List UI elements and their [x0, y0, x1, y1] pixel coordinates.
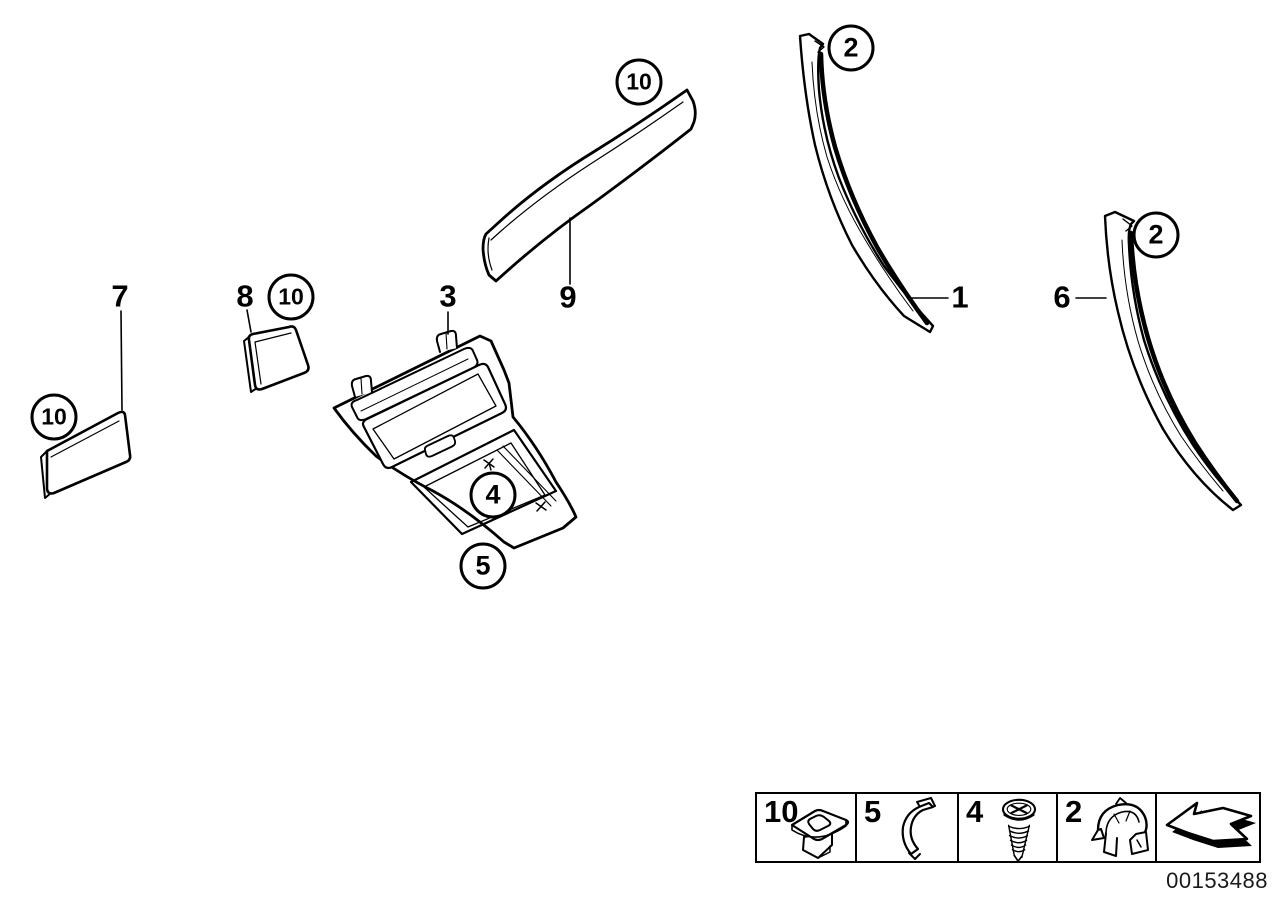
direction-arrow-icon: [1165, 801, 1256, 848]
part-8-leader-line: [246, 309, 252, 333]
part-6-trim-drawing: [1075, 210, 1243, 512]
spring-clip-icon: [901, 797, 936, 860]
part-label-9[interactable]: 9: [559, 279, 577, 315]
legend-cell-spring-clip[interactable]: 5: [857, 794, 959, 861]
callout-5-console[interactable]: 5: [459, 542, 507, 590]
part-label-1[interactable]: 1: [951, 279, 969, 315]
diagram-number: 00153488: [1166, 868, 1268, 893]
legend-number-10: 10: [764, 794, 799, 829]
legend-number-2: 2: [1065, 794, 1083, 829]
callout-10-part7[interactable]: 10: [30, 393, 78, 441]
callout-10-part9[interactable]: 10: [615, 58, 663, 106]
part-8-trim-drawing: [243, 309, 310, 393]
retaining-clip-icon: [1091, 797, 1149, 857]
part-3-console-drawing: [332, 311, 578, 550]
part-7-trim-drawing: [40, 310, 132, 499]
callout-2-part6[interactable]: 2: [1132, 211, 1180, 259]
legend-number-5: 5: [864, 794, 882, 829]
fastener-legend: 10 5 4: [755, 792, 1261, 863]
part-label-8[interactable]: 8: [236, 278, 254, 314]
legend-cell-screw[interactable]: 4: [959, 794, 1058, 862]
callout-10-part8[interactable]: 10: [267, 273, 315, 321]
screw-icon: [1001, 798, 1037, 862]
part-1-trim-drawing: [798, 32, 949, 334]
callout-2-part1[interactable]: 2: [827, 24, 875, 72]
part-9-trim-drawing: [481, 88, 697, 285]
legend-cell-retaining-clip[interactable]: 2: [1058, 794, 1157, 861]
callout-4-console[interactable]: 4: [469, 471, 517, 519]
part-7-leader-line: [120, 310, 123, 411]
legend-number-4: 4: [966, 794, 984, 829]
part-label-3[interactable]: 3: [439, 278, 457, 314]
part-label-7[interactable]: 7: [111, 278, 129, 314]
legend-cell-push-nut[interactable]: 10: [757, 794, 857, 861]
push-nut-icon: [790, 808, 850, 859]
part-label-6[interactable]: 6: [1053, 279, 1071, 315]
legend-cell-direction[interactable]: [1157, 794, 1259, 861]
